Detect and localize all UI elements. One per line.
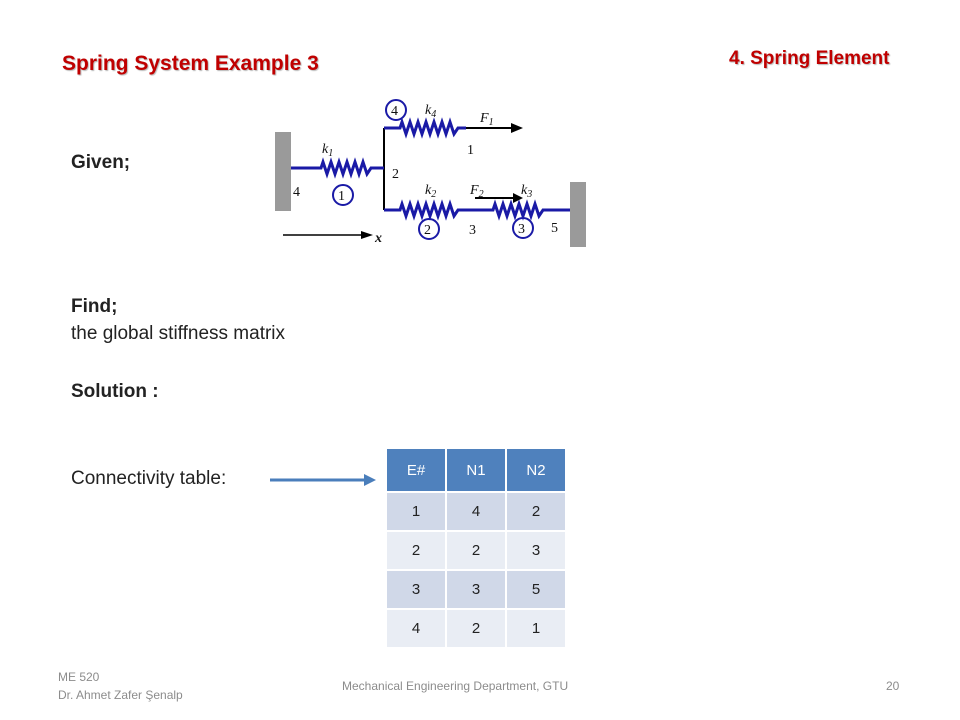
force-f2-label: F2 — [469, 183, 484, 200]
table-row: 1 4 2 — [385, 491, 567, 532]
force-f2-arrow — [475, 193, 523, 203]
solution-label: Solution : — [71, 381, 159, 402]
spring-system-diagram: 1 4 2 3 k1 k4 k2 k3 F1 F2 1 2 3 4 5 x — [275, 99, 586, 247]
find-text: the global stiffness matrix — [71, 323, 286, 344]
node-4-label: 4 — [293, 185, 300, 200]
element-4-label: 4 — [391, 104, 398, 119]
element-3-circle — [512, 217, 534, 239]
table-cell: 1 — [505, 608, 567, 649]
spring-k1-label: k1 — [322, 142, 333, 159]
slide-title: Spring System Example 3 — [62, 52, 319, 75]
spring-k2 — [384, 199, 475, 221]
table-cell: 2 — [385, 530, 447, 571]
footer-author: Dr. Ahmet Zafer Şenalp — [58, 688, 183, 702]
table-header-row: E# N1 N2 — [385, 449, 567, 492]
element-2-label: 2 — [424, 223, 431, 238]
spring-k3 — [475, 199, 570, 221]
spring-k3-label: k3 — [521, 183, 532, 200]
node-3-label: 3 — [469, 223, 476, 238]
spring-k4 — [384, 117, 466, 139]
table-row: 3 3 5 — [385, 569, 567, 610]
footer-course: ME 520 — [58, 670, 100, 684]
table-cell: 2 — [445, 530, 507, 571]
table-cell: 2 — [445, 608, 507, 649]
table-row: 2 2 3 — [385, 530, 567, 571]
page-number: 20 — [886, 679, 900, 693]
element-4-circle — [385, 99, 407, 121]
table-cell: 4 — [445, 491, 507, 532]
node-5-label: 5 — [551, 221, 558, 236]
spring-k1 — [291, 157, 384, 179]
table-cell: 4 — [385, 608, 447, 649]
table-cell: 2 — [505, 491, 567, 532]
spring-k4-label: k4 — [425, 103, 436, 120]
table-header-cell: N1 — [445, 449, 507, 492]
connectivity-arrow — [270, 474, 376, 486]
right-wall — [570, 182, 586, 247]
connectivity-label: Connectivity table: — [71, 468, 227, 489]
x-axis-label: x — [374, 231, 382, 246]
table-cell: 1 — [385, 491, 447, 532]
find-label: Find; — [71, 296, 118, 317]
table-row: 4 2 1 — [385, 608, 567, 649]
table-cell: 3 — [385, 569, 447, 610]
table-cell: 5 — [505, 569, 567, 610]
section-title: 4. Spring Element — [729, 48, 890, 69]
given-label: Given; — [71, 152, 131, 173]
element-1-label: 1 — [338, 189, 345, 204]
x-axis-arrow — [283, 231, 373, 239]
node-2-label: 2 — [392, 167, 399, 182]
footer-department: Mechanical Engineering Department, GTU — [342, 679, 569, 693]
force-f1-label: F1 — [479, 111, 494, 128]
table-cell: 3 — [505, 530, 567, 571]
force-f1-arrow — [466, 123, 523, 133]
table-header-cell: E# — [385, 449, 447, 492]
table-cell: 3 — [445, 569, 507, 610]
element-2-circle — [418, 218, 440, 240]
element-3-label: 3 — [518, 222, 525, 237]
element-1-circle — [332, 184, 354, 206]
spring-k2-label: k2 — [425, 183, 436, 200]
node-1-label: 1 — [467, 143, 474, 158]
connectivity-table: E# N1 N2 1 4 2 2 2 3 3 3 5 4 2 1 — [385, 449, 567, 649]
table-header-cell: N2 — [505, 449, 567, 492]
left-wall — [275, 132, 291, 211]
